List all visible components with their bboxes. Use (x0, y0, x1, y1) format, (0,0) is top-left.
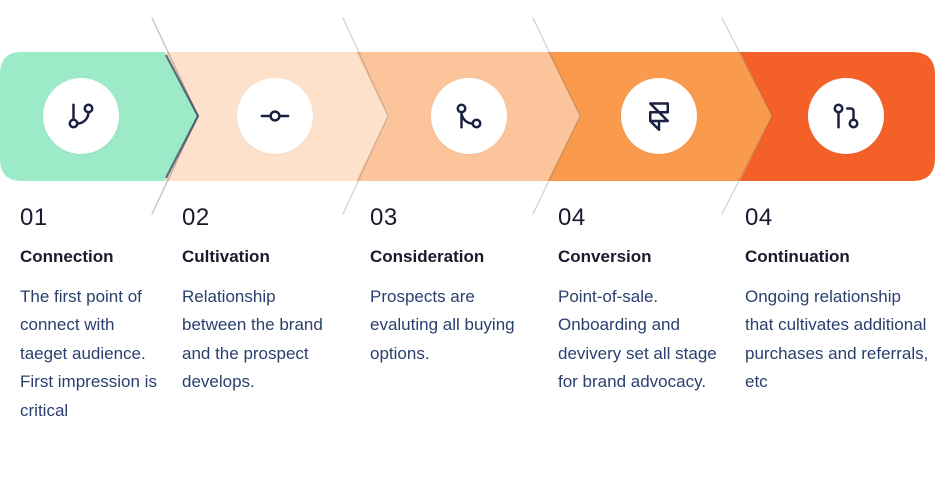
step-number: 03 (370, 204, 398, 231)
circle-2 (237, 78, 313, 154)
step-description: Prospects are evaluting all buying optio… (370, 287, 515, 363)
git-merge-icon (456, 103, 482, 129)
step-description: The first point of connect with taeget a… (20, 287, 157, 420)
step-5: 04 Continuation Ongoing relationship tha… (745, 204, 933, 397)
circle-3 (431, 78, 507, 154)
git-commit-icon (260, 110, 290, 122)
step-description: Relationship between the brand and the p… (182, 287, 323, 392)
framer-icon (649, 102, 669, 131)
step-title: Consideration (370, 247, 485, 266)
step-2: 02 Cultivation Relationship between the … (182, 204, 332, 397)
git-pull-request-icon (833, 103, 859, 129)
step-number: 04 (558, 204, 586, 231)
step-description: Point-of-sale. Onboarding and devivery s… (558, 287, 717, 392)
circle-4 (621, 78, 697, 154)
step-number: 02 (182, 204, 210, 231)
step-3: 03 Consideration Prospects are evaluting… (370, 204, 520, 368)
step-number: 01 (20, 204, 48, 231)
git-branch-icon (68, 103, 94, 129)
step-4: 04 Conversion Point-of-sale. Onboarding … (558, 204, 718, 397)
step-description: Ongoing relationship that cultivates add… (745, 287, 929, 392)
step-number: 04 (745, 204, 773, 231)
circle-1 (43, 78, 119, 154)
step-title: Continuation (745, 247, 850, 266)
step-title: Connection (20, 247, 114, 266)
step-1: 01 Connection The first point of connect… (20, 204, 160, 425)
step-title: Conversion (558, 247, 652, 266)
circle-5 (808, 78, 884, 154)
step-title: Cultivation (182, 247, 270, 266)
